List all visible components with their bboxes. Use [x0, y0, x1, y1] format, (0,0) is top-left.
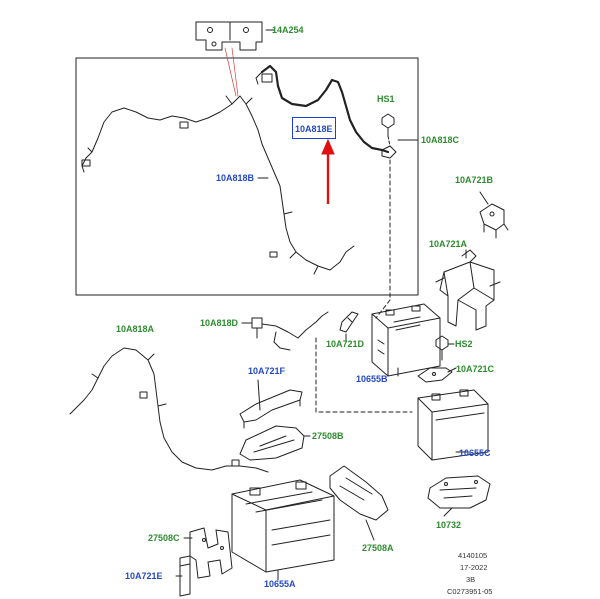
red-pointer-arrow: [321, 138, 335, 204]
battery-tray-10A721A: [435, 249, 501, 331]
part-label-10A721E: 10A721E: [125, 571, 163, 581]
detail-frame: [75, 57, 419, 296]
part-label-10A721F: 10A721F: [248, 366, 286, 376]
footer-ref-line1: 4140105: [458, 551, 488, 560]
bolt-HS2: [435, 335, 449, 361]
bracket-leader-2: [231, 47, 239, 97]
part-label-27508A: 27508A: [362, 543, 394, 553]
battery-10655C: [417, 389, 489, 461]
part-label-14A254: 14A254: [272, 25, 304, 35]
part-label-10A721D: 10A721D: [326, 339, 365, 349]
cover-27508B: [239, 425, 305, 461]
part-label-10A721B: 10A721B: [455, 175, 494, 185]
part-label-10732: 10732: [436, 520, 462, 530]
connector-10A818D: [251, 311, 329, 351]
strap-10A721E: [179, 555, 191, 597]
part-label-10655B: 10655B: [356, 374, 388, 384]
harness-10A818B: [81, 95, 355, 275]
part-label-10A818B: 10A818B: [216, 173, 255, 183]
clamp-10A721C: [417, 367, 453, 383]
bracket-14A254: [195, 21, 263, 51]
clip-10A721D: [339, 311, 359, 333]
highlight-box-10A818E: 10A818E: [292, 117, 336, 139]
footer-ref-line2: 17-2022: [460, 563, 488, 572]
tray-10732: [427, 475, 491, 509]
part-label-27508B: 27508B: [312, 431, 344, 441]
footer-ref-line3: 3B: [466, 575, 476, 584]
part-label-10A818E: 10A818E: [295, 124, 333, 134]
part-label-HS1: HS1: [377, 94, 395, 104]
harness-10A818A: [69, 347, 269, 473]
part-label-10A818D: 10A818D: [200, 318, 239, 328]
battery-10655A: [231, 479, 335, 573]
part-label-10A818C: 10A818C: [421, 135, 460, 145]
bracket-10A721B: [479, 203, 509, 239]
bracket-27508C: [189, 527, 233, 579]
battery-10655B: [371, 303, 441, 377]
cover-27508A: [329, 465, 389, 521]
part-label-10A721A: 10A721A: [429, 239, 468, 249]
nut-HS1: [381, 113, 395, 137]
bracket-leader-1: [224, 47, 237, 97]
part-label-10A721C: 10A721C: [456, 364, 495, 374]
part-label-HS2: HS2: [455, 339, 473, 349]
part-label-27508C: 27508C: [148, 533, 180, 543]
footer-ref-line4: C0273951-05: [447, 587, 493, 596]
part-label-10655A: 10655A: [264, 579, 296, 589]
part-label-10A818A: 10A818A: [116, 324, 155, 334]
part-label-10655C: 10655C: [459, 448, 491, 458]
bracket-10A721F: [239, 389, 303, 429]
cable-10A818C: [255, 64, 397, 159]
